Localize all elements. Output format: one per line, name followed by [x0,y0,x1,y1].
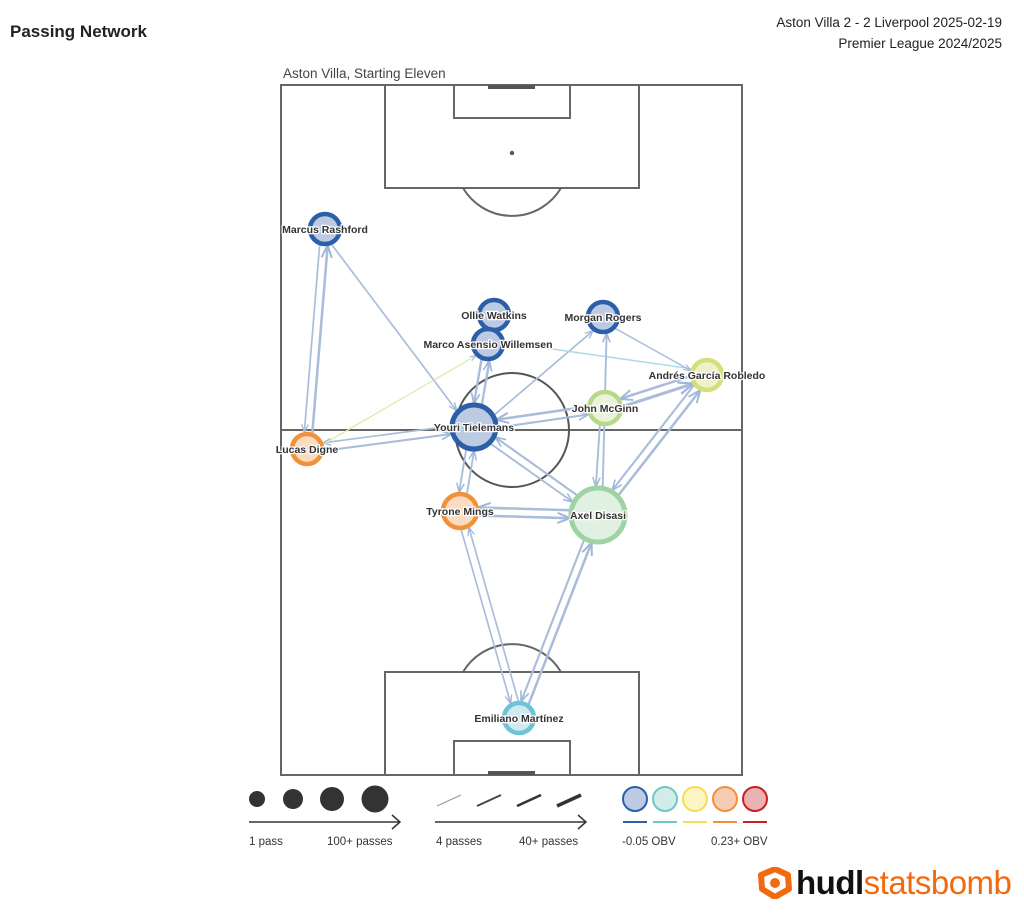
player-label: Emiliano Martínez [474,713,563,725]
player-label: Morgan Rogers [564,312,641,324]
player-node[interactable]: Tyrone Mings [425,491,495,531]
logo-hudl: hudl [796,864,864,901]
player-label: Marco Asensio Willemsen [423,339,552,351]
player-node[interactable]: Youri Tielemans [433,402,515,452]
page-title: Passing Network [10,22,147,41]
pass-edge [321,356,475,446]
legend-size-4 [361,785,389,813]
pass-edge [323,425,452,443]
player-node[interactable]: John McGinn [571,389,640,427]
pass-edge [304,243,321,432]
team-subtitle: Aston Villa, Starting Eleven [283,66,446,81]
player-circle [470,326,506,362]
pass-edge [613,383,696,489]
player-node[interactable]: Axel Disasi [568,485,628,545]
legend-obv-swatch [652,786,678,812]
pass-edge [521,538,586,701]
player-circle [449,402,499,452]
pass-edge [505,342,693,370]
legend-width-max: 40+ passes [519,836,579,848]
goal-bottom [488,771,535,775]
player-circle [501,700,537,736]
player-circle [585,299,621,335]
pass-edge [496,415,587,429]
match-info: Aston Villa 2 - 2 Liverpool 2025-02-19 P… [776,12,1002,54]
legend-size-max: 100+ passes [327,836,393,848]
pass-edge [497,405,589,419]
player-circle [568,485,628,545]
player-node[interactable]: Emiliano Martínez [473,700,565,736]
legend-obv-swatch [622,786,648,812]
legend-obv-min: -0.05 OBV [622,836,676,848]
pass-edge [621,374,692,399]
player-label: Tyrone Mings [426,506,494,518]
competition: Premier League 2024/2025 [838,36,1002,51]
pass-edge [526,543,591,706]
pass-edge [492,331,592,417]
player-circle [586,389,624,427]
legend-obv-swatch [742,786,768,812]
pass-edge [322,434,450,453]
legend-size-1 [249,791,265,807]
pass-edge [496,438,579,497]
player-node[interactable]: Lucas Digne [275,431,340,467]
player-circle [307,211,343,247]
player-node[interactable]: Andrés García Robledo [647,357,767,393]
player-circle [689,357,725,393]
pass-edge [330,242,457,410]
legend-width-min: 4 passes [436,836,483,848]
legend-obv-swatch [712,786,738,812]
pass-edge [460,528,511,702]
pass-edge [489,442,572,501]
player-node[interactable]: Morgan Rogers [563,299,643,335]
legend-width-2 [476,794,502,807]
player-label: John McGinn [572,403,639,415]
legend-width-1 [436,794,462,807]
match-score: Aston Villa 2 - 2 Liverpool 2025-02-19 [776,15,1002,30]
pass-edge [310,246,327,435]
penalty-spot [509,150,515,156]
legend-size-min: 1 pass [249,836,283,848]
legend-width-4 [556,793,582,808]
player-label: Youri Tielemans [434,422,514,434]
legend-size-2 [283,789,303,809]
legend-size-3 [320,787,344,811]
legend-obv-max: 0.23+ OBV [711,836,768,848]
logo-statsbomb: statsbomb [863,864,1012,901]
player-label: Marcus Rashford [282,224,368,236]
pass-edge [476,515,569,518]
pass-edge [465,451,474,496]
player-label: Axel Disasi [570,510,626,522]
legend-obv [622,786,768,823]
pass-edge [613,327,690,370]
legend-graphics [249,785,768,830]
legend-obv-swatch [682,786,708,812]
player-node[interactable]: Marco Asensio Willemsen [422,326,554,362]
player-label: Ollie Watkins [461,310,527,322]
pass-edge [459,447,468,492]
statsbomb-logo-icon [758,867,792,899]
player-node[interactable]: Marcus Rashford [281,211,369,247]
center-spot [510,428,514,432]
pass-edge [620,384,692,409]
legend-width-3 [516,793,542,808]
pass-edge [469,528,520,703]
pass-edge [596,423,601,486]
player-label: Andrés García Robledo [649,370,766,382]
player-node[interactable]: Ollie Watkins [460,297,528,333]
player-label: Lucas Digne [276,444,339,456]
pass-edge [479,508,572,511]
pass-edge [616,391,700,497]
player-circle [289,431,325,467]
player-circle [440,491,480,531]
goal-top [488,85,535,89]
